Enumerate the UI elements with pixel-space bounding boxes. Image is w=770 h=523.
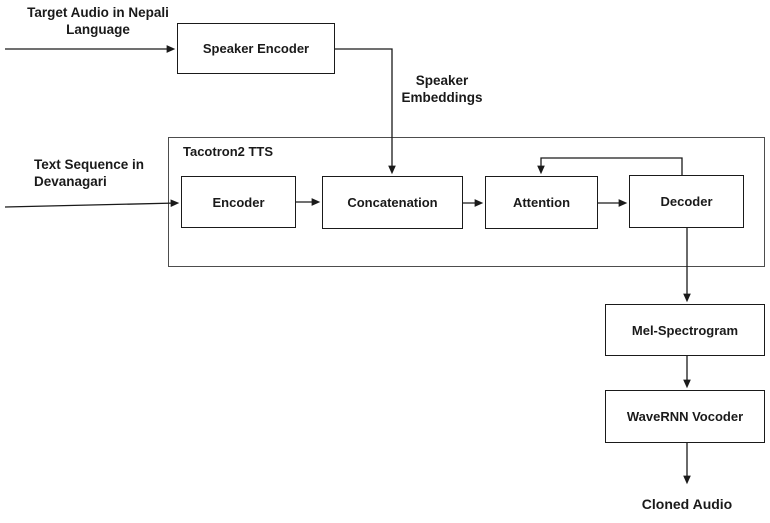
cloned-audio-label: Cloned Audio [641,496,733,512]
wavernn-vocoder-box: WaveRNN Vocoder [605,390,765,443]
attention-box: Attention [485,176,598,229]
tacotron2-tts-container [168,137,765,267]
tacotron2-tts-title: Tacotron2 TTS [183,144,274,159]
speaker-encoder-box: Speaker Encoder [177,23,335,74]
text-sequence-label: Text Sequence in Devanagari [34,157,145,190]
mel-spectrogram-box: Mel-Spectrogram [605,304,765,356]
encoder-box: Encoder [181,176,296,228]
arrow-text-sequence-to-encoder [4,199,180,208]
concatenation-box: Concatenation [322,176,463,229]
speaker-embeddings-label: Speaker Embeddings [401,73,483,106]
target-audio-label: Target Audio in Nepali Language [27,5,169,38]
decoder-box: Decoder [629,175,744,228]
